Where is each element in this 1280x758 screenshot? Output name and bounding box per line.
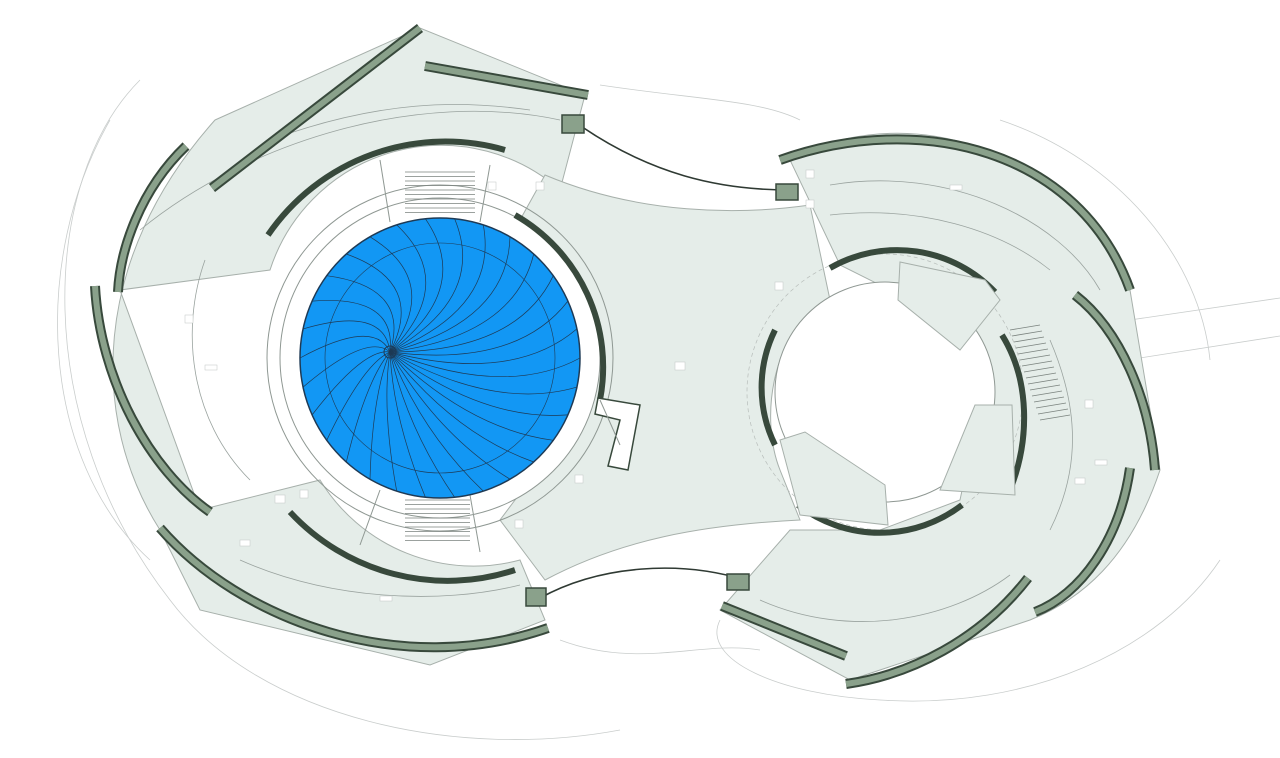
- stair-tread: [1019, 354, 1051, 361]
- dome-rib: [303, 320, 391, 353]
- dome-rib: [389, 218, 444, 353]
- dome-rib: [389, 253, 535, 353]
- dome-rib: [389, 275, 554, 353]
- dome-rib: [326, 351, 391, 441]
- right-open-court: [746, 247, 1071, 536]
- stair-tread: [1033, 396, 1065, 403]
- dome-rib: [389, 351, 534, 463]
- dome-rib: [369, 236, 413, 353]
- stair-tread: [1025, 372, 1057, 379]
- stair-tread: [1031, 390, 1063, 397]
- stair-tread: [1021, 360, 1053, 367]
- dome-rib: [386, 351, 398, 492]
- dome-rib: [369, 351, 391, 480]
- stair-tread: [1017, 348, 1049, 355]
- stair-tread: [1011, 330, 1043, 337]
- site-linework: [57, 79, 1280, 740]
- dome-rib: [326, 275, 395, 353]
- blue-dome: [299, 217, 581, 499]
- stair-tread: [1013, 336, 1045, 343]
- stair-tread: [1015, 342, 1047, 349]
- circulation-lines: [139, 104, 1101, 622]
- dome-rib: [389, 351, 511, 480]
- dome-rib: [389, 351, 581, 378]
- dome-rib: [389, 351, 455, 498]
- dome-rib: [389, 218, 463, 353]
- dome-rib: [389, 351, 568, 416]
- stair-tread: [1027, 378, 1059, 385]
- dome-rib: [389, 224, 486, 353]
- dome-rib: [346, 253, 402, 353]
- dome-rib: [345, 351, 391, 463]
- left-rotunda-floor: [112, 27, 586, 666]
- dome-rib: [389, 351, 554, 441]
- stair-tread: [1023, 366, 1055, 373]
- stair-tread: [1035, 402, 1067, 409]
- stair-tread: [1037, 408, 1069, 415]
- dome-rib: [389, 236, 511, 353]
- dome-rib: [389, 224, 427, 353]
- dome-rib: [389, 351, 426, 498]
- markers: [184, 169, 1108, 602]
- stair-tread: [1029, 384, 1061, 391]
- dome-rib: [389, 351, 484, 492]
- exterior-walls: [90, 24, 1160, 689]
- dome-rib: [389, 300, 569, 356]
- dome-rib: [389, 351, 577, 395]
- glazing: [525, 114, 799, 607]
- dome-rib: [299, 335, 391, 359]
- dome-rib: [389, 328, 578, 364]
- stair-tread: [1039, 414, 1071, 421]
- dome-rib: [312, 300, 391, 353]
- floor-slab: [112, 27, 1161, 681]
- stair-tread: [1009, 324, 1041, 331]
